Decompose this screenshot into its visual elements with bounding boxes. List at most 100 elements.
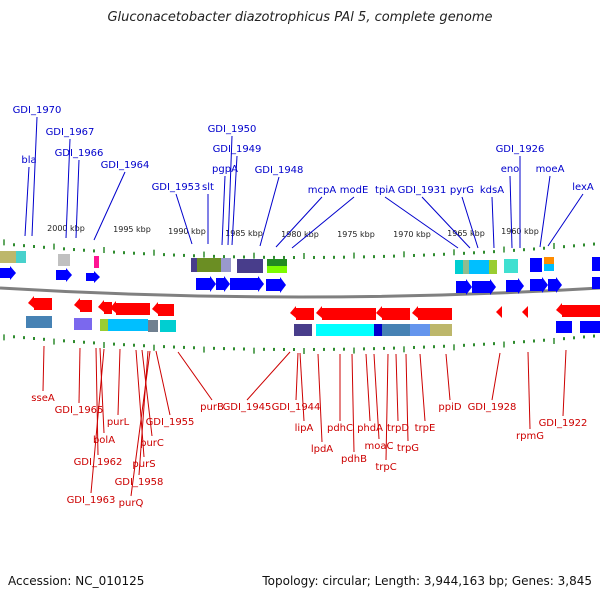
gene-leader-line	[373, 353, 380, 440]
reverse-gene-label: phdA	[357, 423, 383, 434]
gene-leader-line	[65, 138, 71, 239]
gene-leader-line	[384, 196, 459, 249]
gene-leader-line	[461, 196, 479, 249]
tick-marks-lower	[3, 334, 595, 354]
tick-label: 1995 kbp	[113, 225, 151, 234]
gene-leader-line	[291, 196, 355, 249]
reverse-gene-label: purQ	[119, 498, 144, 509]
forward-gene-label: GDI_1967	[46, 127, 95, 138]
gene-leader-line	[99, 347, 105, 434]
tick-label: 1975 kbp	[337, 230, 375, 239]
gene-leader-line	[421, 196, 471, 249]
reverse-gene-arrows	[28, 296, 600, 320]
tick-label: 1985 kbp	[225, 229, 263, 238]
gene-leader-line	[78, 347, 81, 404]
forward-gene-label: moeA	[536, 164, 565, 175]
forward-gene-label: pgpA	[212, 164, 238, 175]
reverse-gene-label: ppiD	[438, 402, 461, 413]
gene-leader-line	[221, 175, 226, 246]
gene-leader-line	[75, 159, 80, 239]
map-title: Gluconacetobacter diazotrophicus PAl 5, …	[107, 10, 493, 25]
gene-leader-line	[299, 352, 305, 422]
forward-gene-labels: GDI_1970blaGDI_1967GDI_1966GDI_1964GDI_1…	[13, 105, 594, 249]
gene-leader-line	[491, 352, 501, 401]
reverse-gene-label: pdhB	[341, 454, 367, 465]
reverse-gene-label: bolA	[93, 435, 115, 446]
forward-gene-label: GDI_1966	[55, 148, 104, 159]
gene-leader-line	[246, 351, 291, 401]
gene-leader-line	[419, 353, 426, 422]
reverse-gene-label: GDI_1944	[272, 402, 321, 413]
forward-gene-label: GDI_1926	[496, 144, 545, 155]
gene-leader-line	[395, 353, 399, 422]
gene-leader-line	[177, 351, 213, 401]
reverse-gene-label: lpdA	[311, 444, 333, 455]
tick-marks-upper	[3, 239, 595, 259]
forward-gene-label: GDI_1950	[208, 124, 257, 135]
tick-label: 1980 kbp	[281, 230, 319, 239]
gene-leader-line	[95, 347, 99, 456]
accession-text: Accession: NC_010125	[8, 574, 145, 588]
gene-leader-line	[259, 176, 280, 247]
gene-leader-line	[138, 350, 149, 476]
gene-leader-line	[141, 349, 153, 437]
gene-leader-line	[135, 349, 145, 458]
reverse-gene-label: trpC	[375, 462, 396, 473]
forward-gene-label: lexA	[572, 182, 594, 193]
gene-leader-line	[90, 348, 105, 494]
reverse-gene-label: purS	[132, 459, 155, 470]
reverse-gene-label: lipA	[295, 423, 314, 434]
gene-leader-line	[175, 193, 193, 245]
gene-leader-line	[509, 175, 513, 249]
gene-leader-line	[231, 155, 238, 246]
gene-leader-line	[93, 171, 126, 241]
gene-leader-line	[365, 353, 371, 422]
reverse-gene-label: GDI_1962	[74, 457, 123, 468]
reverse-gene-label: trpG	[397, 443, 419, 454]
gene-leader-line	[31, 116, 38, 237]
reverse-gene-label: trpE	[415, 423, 436, 434]
forward-gene-label: kdsA	[480, 185, 504, 196]
forward-gene-label: modE	[340, 185, 369, 196]
gene-leader-line	[445, 353, 451, 401]
forward-gene-label: GDI_1949	[213, 144, 262, 155]
forward-gene-label: pyrG	[450, 185, 474, 196]
reverse-gene-label: GDI_1928	[468, 402, 517, 413]
topology-info-text: Topology: circular; Length: 3,944,163 bp…	[262, 574, 592, 588]
gene-leader-line	[562, 349, 567, 417]
forward-gene-label: GDI_1953	[152, 182, 201, 193]
reverse-gene-label: purL	[107, 417, 130, 428]
tick-label: 1965 kbp	[447, 229, 485, 238]
gene-leader-line	[405, 353, 409, 442]
gene-leader-line	[130, 350, 151, 497]
gene-leader-line	[385, 353, 389, 461]
reverse-gene-label: GDI_1965	[55, 405, 104, 416]
gene-leader-line	[539, 175, 551, 248]
reverse-gene-label: GDI_1922	[539, 418, 588, 429]
forward-gene-label: GDI_1948	[255, 165, 304, 176]
gene-leader-line	[317, 353, 323, 443]
reverse-gene-label: trpD	[387, 423, 409, 434]
gene-leader-line	[547, 193, 584, 247]
forward-gene-arrows	[0, 266, 600, 295]
gene-leader-line	[42, 345, 45, 392]
forward-gene-label: GDI_1970	[13, 105, 62, 116]
gene-leader-line	[155, 350, 171, 416]
tick-label: 1990 kbp	[168, 227, 206, 236]
forward-gene-label: bla	[21, 155, 36, 166]
gene-leader-line	[117, 348, 121, 416]
forward-gene-label: eno	[501, 164, 520, 175]
reverse-gene-label: GDI_1955	[146, 417, 195, 428]
reverse-gene-label: purB	[200, 402, 224, 413]
reverse-feature-track	[26, 316, 600, 336]
gene-leader-line	[527, 351, 531, 430]
forward-feature-track	[0, 251, 600, 274]
gene-leader-line	[351, 353, 355, 453]
forward-gene-label: mcpA	[308, 185, 337, 196]
forward-gene-label: GDI_1931	[398, 185, 447, 196]
reverse-gene-label: purC	[140, 438, 164, 449]
reverse-gene-label: rpmG	[516, 431, 544, 442]
gene-leader-line	[24, 166, 30, 237]
